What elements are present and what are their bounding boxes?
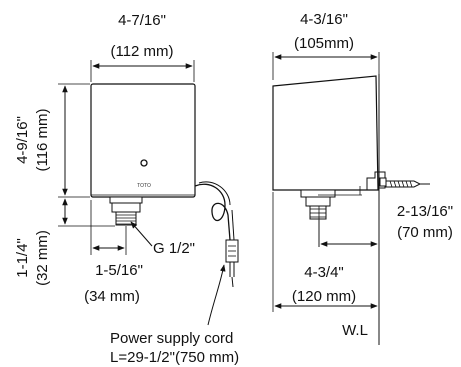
fitting-flange [109,196,143,204]
cord-leader [207,264,226,326]
front-view: 4-7/16" (112 mm) TOTO 4-9/16" (116 [14,12,239,326]
cord-note-line2: L=29-1/2"(750 mm) [110,349,239,366]
brand-mark: TOTO [137,183,151,189]
plug-prong [231,276,234,288]
front-height-metric: (116 mm) [34,108,51,171]
front-width-imperial: 4-7/16" [118,12,166,29]
front-width-metric: (112 mm) [110,43,173,60]
thread-label: G 1/2" [153,240,195,257]
cord-note-line1: Power supply cord [110,330,233,347]
side-fitting-flange [300,189,336,198]
side-view: 4-3/16" (105mm) 2-13/16" (70 mm) 4-3 [272,11,453,345]
thread-leader [130,221,153,247]
cord-note: Power supply cord L=29-1/2"(750 mm) [110,330,239,366]
front-body [90,83,196,198]
side-body [272,75,379,191]
sensor-window [140,159,148,167]
mounting-bracket [366,171,386,190]
side-reach-imperial: 2-13/16" [397,203,453,220]
power-cord [194,183,231,241]
side-depth-imperial: 4-3/16" [300,11,348,28]
side-base-imperial: 4-3/4" [304,264,344,281]
fitting-offset-metric: (34 mm) [84,288,140,305]
fitting-offset-imperial: 1-5/16" [95,262,143,279]
fitting-thread [115,211,137,226]
front-bottom-metric: (32 mm) [34,230,51,286]
front-height-imperial: 4-9/16" [14,116,31,164]
fitting-nut [111,202,141,213]
side-base-metric: (120 mm) [292,288,356,305]
side-depth-metric: (105mm) [294,35,354,52]
front-bottom-imperial: 1-1/4" [14,238,31,278]
side-reach-metric: (70 mm) [397,224,453,241]
wall-line-label: W.L [342,322,368,339]
